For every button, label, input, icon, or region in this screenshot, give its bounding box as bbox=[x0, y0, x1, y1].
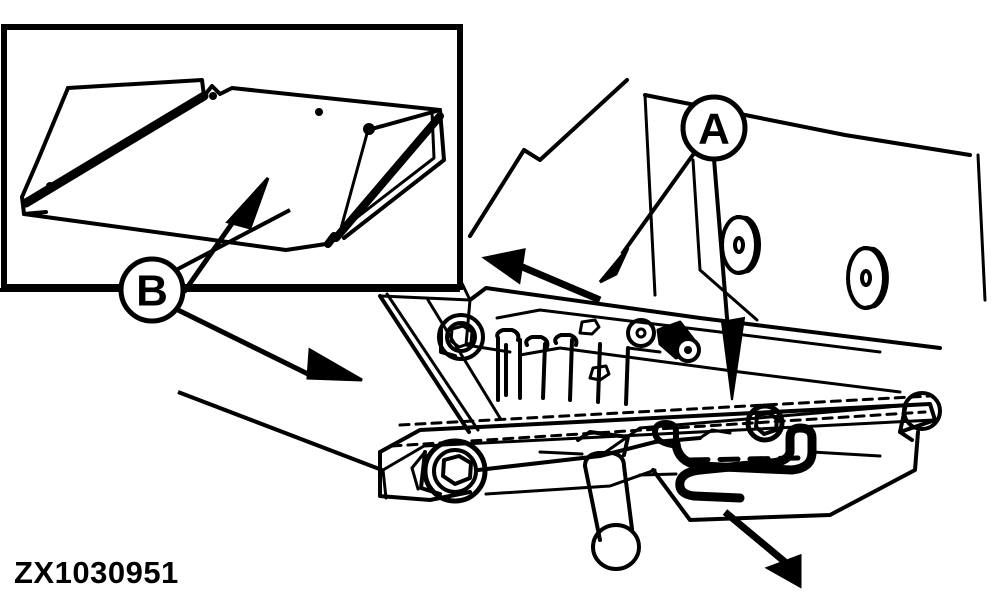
callout-a-label: A bbox=[698, 105, 730, 154]
detail-inset bbox=[1, 24, 463, 294]
pivot-pin-cylinder bbox=[538, 430, 641, 571]
panel-right-top-fold bbox=[366, 108, 442, 132]
rib-fins bbox=[504, 338, 630, 406]
hex-nut-center bbox=[745, 403, 785, 443]
rail-hatch-strip-2 bbox=[398, 394, 932, 427]
rib-right-join bbox=[626, 346, 662, 354]
panel-right-edge bbox=[342, 108, 446, 240]
callout-b-label: B bbox=[136, 267, 168, 316]
callout-a-circle[interactable] bbox=[680, 94, 748, 162]
body-panel-right-edge bbox=[976, 153, 987, 302]
callout-b-reference-line bbox=[177, 390, 383, 472]
panel-left-edge bbox=[20, 86, 70, 199]
right-plate-outline bbox=[651, 430, 920, 522]
panel-left-flange-inner bbox=[42, 98, 202, 194]
callout-a-leader-2 bbox=[712, 158, 730, 331]
inset-pointer-head bbox=[225, 176, 270, 230]
body-panel-vertical-edge bbox=[643, 93, 657, 297]
guard-plate-diagonal-a bbox=[378, 294, 471, 434]
round-boss-right bbox=[898, 391, 942, 442]
small-bracket-a bbox=[698, 428, 732, 440]
callout-b-leader-up bbox=[175, 208, 291, 272]
washer-disc-right bbox=[846, 246, 889, 310]
callout-a-leader-1 bbox=[620, 150, 697, 256]
lower-frame-rail-edge bbox=[381, 418, 936, 472]
latch-bail-loop bbox=[671, 423, 817, 475]
deck-plate-inner-line bbox=[495, 308, 882, 354]
deck-bolt-1 bbox=[626, 318, 656, 348]
arrow-latch-pull bbox=[722, 509, 802, 589]
body-panel-inner-edge bbox=[691, 158, 759, 322]
callout-a[interactable]: A bbox=[598, 94, 748, 401]
panel-fastener-dot-3 bbox=[363, 123, 375, 135]
panel-fastener-dot-2 bbox=[315, 108, 323, 116]
deck-bolt-3 bbox=[588, 364, 611, 382]
body-panel-upper-left-edge bbox=[468, 78, 629, 238]
motion-arrows bbox=[481, 248, 802, 589]
deck-plate-second-line bbox=[518, 346, 902, 394]
callout-a-arrowhead-2 bbox=[720, 316, 746, 401]
deck-plate-top-edge bbox=[468, 286, 942, 350]
hidden-edge-dashed bbox=[687, 455, 803, 463]
lower-frame-rail-end-line bbox=[381, 468, 388, 500]
figure-caption: ZX1030951 bbox=[14, 555, 179, 590]
guard-plate-top bbox=[378, 294, 472, 302]
guard-plate-diagonal-b bbox=[385, 292, 480, 432]
panel-right-flange bbox=[332, 112, 444, 242]
callout-b-arrowhead bbox=[306, 347, 363, 382]
callout-b-leader-down bbox=[176, 307, 312, 378]
panel-fastener-dot-1 bbox=[209, 92, 217, 100]
panel-right-rib bbox=[338, 128, 370, 234]
callout-b-circle[interactable] bbox=[118, 256, 186, 324]
lower-frame-rail-end-plate bbox=[378, 450, 472, 502]
inset-guard-panel bbox=[20, 78, 446, 252]
bolt-collar bbox=[419, 450, 442, 496]
latch-hook-left bbox=[652, 420, 679, 448]
latch-bail-bottom bbox=[689, 491, 745, 503]
hex-bolt-upper-left bbox=[437, 313, 485, 361]
black-cylinder-boss bbox=[656, 320, 701, 363]
panel-top-edge bbox=[66, 78, 442, 112]
right-plate-upper bbox=[598, 404, 902, 458]
detail-inset-border bbox=[1, 24, 463, 290]
panel-fastener-dot-4 bbox=[46, 182, 54, 190]
deck-bolt-2 bbox=[578, 318, 601, 336]
rib-cap-1 bbox=[495, 328, 521, 342]
callout-a-arrowhead-1 bbox=[598, 247, 630, 284]
rail-hatch-strip bbox=[390, 410, 927, 448]
latch-leader-right bbox=[810, 450, 882, 458]
pin-collar bbox=[576, 430, 630, 457]
lower-frame-rail-top bbox=[378, 402, 937, 454]
pin-leader bbox=[538, 450, 584, 456]
guard-plate-diagonal-c bbox=[426, 298, 502, 420]
latch-reference-line bbox=[638, 472, 678, 477]
panel-right-flange-end bbox=[324, 232, 338, 248]
rib-cap-3 bbox=[553, 333, 579, 347]
arrow-panel-removal bbox=[481, 248, 602, 304]
rib-cap-2 bbox=[524, 335, 550, 349]
main-assembly-drawing bbox=[368, 78, 987, 571]
callout-b[interactable]: B bbox=[0, 208, 460, 472]
